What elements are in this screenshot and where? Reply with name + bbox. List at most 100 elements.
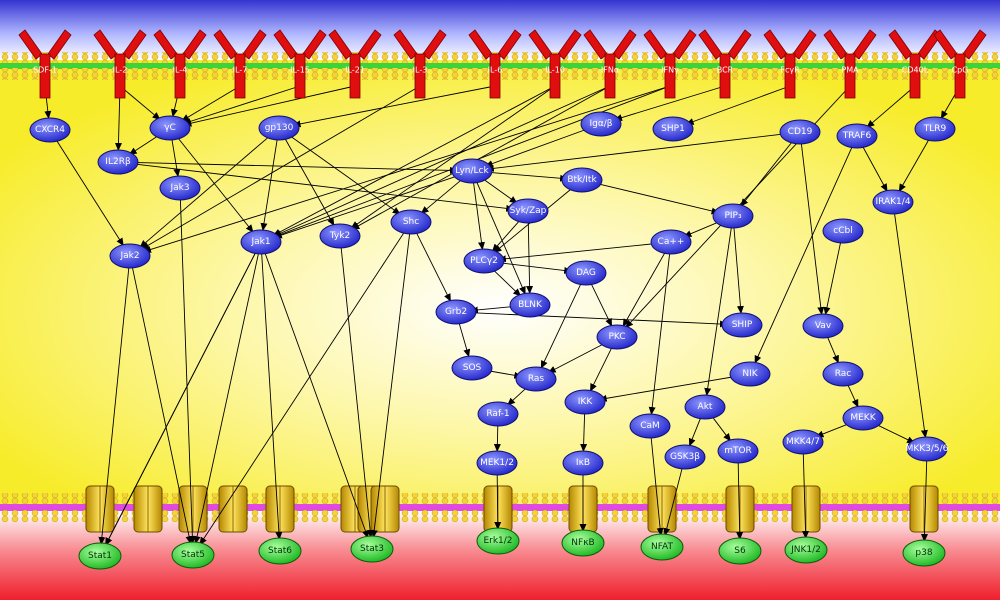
edge-ca-to-plcg2 [497,243,657,263]
receptor-il21[interactable]: IL-21 [328,29,382,99]
receptor-il10[interactable]: IL-10 [528,29,582,99]
node-label: Jak1 [250,237,270,247]
receptor-pmag[interactable]: PMA [823,29,877,99]
node-label: Lyn/Lck [455,166,489,176]
node-sykzap[interactable]: Syk/Zap [507,198,549,224]
receptor-il6[interactable]: IL-6 [468,29,522,99]
node-nik[interactable]: NIK [729,361,771,387]
node-ras[interactable]: Ras [515,366,557,392]
node-shp1[interactable]: SHP1 [652,116,694,142]
node-grb2[interactable]: Grb2 [435,299,477,325]
node-gc[interactable]: γC [149,115,191,141]
tf-s6[interactable]: S6 [718,537,762,565]
tf-nfat[interactable]: NFAT [640,533,684,561]
edge-sykzap-to-blnk [526,222,534,294]
node-label: mTOR [724,446,752,456]
node-mtor[interactable]: mTOR [717,438,759,464]
edge-il2rb-to-lynlck [132,161,458,174]
edge-ras-to-raf1 [507,387,527,406]
edge-ca-to-pkc [622,252,666,327]
node-irak14[interactable]: IRAK1/4 [872,189,914,215]
node-btkitk[interactable]: Btk/Itk [561,167,603,193]
node-ccbl[interactable]: cCbl [822,218,864,244]
edge-sos-to-ras [486,370,523,379]
tf-nfkb[interactable]: NFκB [561,529,605,557]
edge-cam-to-nfat [650,437,664,536]
node-dag[interactable]: DAG [565,260,607,286]
node-label: NIK [742,369,758,379]
edge-pkc-to-ras [547,343,605,373]
node-label: GSK3β [670,452,700,462]
edge-grb2-to-sos [458,323,471,358]
node-jak2[interactable]: Jak2 [109,243,151,269]
node-mkk47[interactable]: MKK4/7 [782,429,824,455]
edge-blnk-to-grb2 [469,305,516,314]
nuclear-pore-channel [725,485,755,533]
receptor-bcr[interactable]: BCR [698,29,752,99]
node-rac[interactable]: Rac [822,361,864,387]
receptor-il7[interactable]: IL-7 [213,29,267,99]
node-shc[interactable]: Shc [390,209,432,235]
edge-jak2-to-stat1 [98,267,130,545]
receptor-sdf1[interactable]: SDF-1 [18,29,72,99]
node-label: Ca++ [658,237,685,247]
edge-gp130-to-tyk2 [284,138,335,226]
node-pip3[interactable]: PIP₃ [712,203,754,229]
edge-gp130-to-jak2 [139,136,270,248]
receptor-il4[interactable]: IL-4 [153,29,207,99]
receptor-label: IL-6 [488,66,503,75]
receptor-ifng[interactable]: IFNγ [643,29,697,99]
edge-pip3-to-ship [733,227,744,314]
node-gsk3b[interactable]: GSK3β [664,444,706,470]
edge-r_il10-to-jak1 [272,85,556,236]
tf-stat5[interactable]: Stat5 [171,541,215,569]
node-label: CD19 [788,127,813,137]
receptor-ifna[interactable]: IFNα [583,29,637,99]
receptor-il15[interactable]: IL-15 [273,29,327,99]
node-traf6[interactable]: TRAF6 [836,123,878,149]
tf-stat1[interactable]: Stat1 [78,542,122,570]
node-akt[interactable]: Akt [684,394,726,420]
node-vav[interactable]: Vav [802,313,844,339]
node-ca[interactable]: Ca++ [650,229,692,255]
node-lynlck[interactable]: Lyn/Lck [451,158,493,184]
node-jak3[interactable]: Jak3 [159,175,201,201]
edge-r_bcr-to-igab [614,85,726,121]
node-mekk[interactable]: MEKK [842,405,884,431]
node-cxcr4[interactable]: CXCR4 [29,117,71,143]
node-pkc[interactable]: PKC [596,324,638,350]
node-mek12[interactable]: MEK1/2 [476,450,518,476]
edge-r_il2-to-gc [119,85,161,120]
tf-erk12[interactable]: Erk1/2 [476,527,520,555]
edge-gsk3b-to-nfat [663,468,683,537]
node-ikk[interactable]: IKK [564,389,606,415]
node-cd19[interactable]: CD19 [779,119,821,145]
receptor-il3[interactable]: IL-3 [393,29,447,99]
tf-jnk12[interactable]: JNK1/2 [784,536,828,564]
node-cam[interactable]: CaM [629,413,671,439]
node-ikb[interactable]: IκB [562,450,604,476]
node-gp130[interactable]: gp130 [258,115,300,141]
node-plcg2[interactable]: PLCγ2 [463,248,505,274]
node-raf1[interactable]: Raf-1 [477,401,519,427]
node-jak1[interactable]: Jak1 [240,229,282,255]
node-tlr9[interactable]: TLR9 [914,116,956,142]
tf-p38[interactable]: p38 [902,539,946,567]
node-tyk2[interactable]: Tyk2 [319,223,361,249]
node-igab[interactable]: Igα/β [580,111,622,137]
receptor-cpg[interactable]: CpG [933,29,987,99]
node-mkk356[interactable]: MKK3/5/6 [906,436,949,462]
edge-mtor-to-s6 [736,462,744,540]
node-blnk[interactable]: BLNK [509,292,551,318]
node-ship[interactable]: SHIP [721,312,763,338]
node-il2rb[interactable]: IL2Rβ [97,149,139,175]
receptor-label: FcγR [780,66,800,75]
node-sos[interactable]: SOS [451,355,493,381]
receptor-il2[interactable]: IL-2 [93,29,147,99]
nuclear-pore-channel [85,485,115,533]
tf-stat6[interactable]: Stat6 [258,537,302,565]
node-label: cCbl [833,226,852,236]
tf-stat3[interactable]: Stat3 [350,535,394,563]
receptor-fcg[interactable]: FcγR [763,29,817,99]
